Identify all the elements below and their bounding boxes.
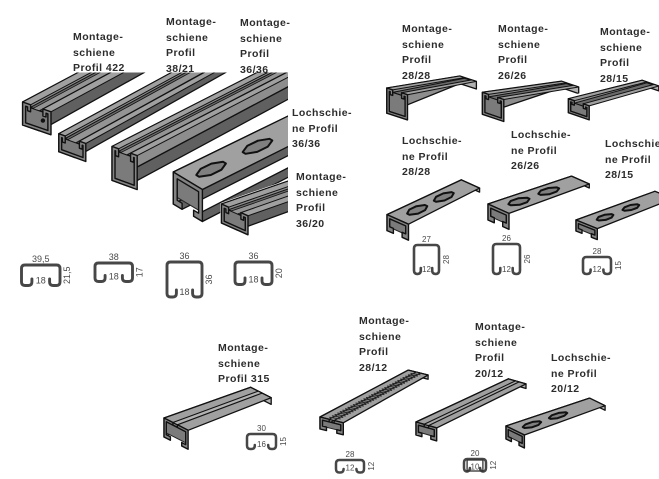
svg-text:26: 26 [502, 234, 511, 243]
svg-text:18: 18 [36, 275, 46, 285]
svg-text:15: 15 [279, 437, 288, 446]
svg-text:26: 26 [523, 254, 532, 263]
svg-text:17: 17 [135, 267, 145, 277]
svg-text:20: 20 [471, 449, 480, 458]
svg-text:28: 28 [346, 450, 355, 459]
svg-text:36: 36 [248, 251, 258, 261]
svg-text:20: 20 [274, 268, 284, 278]
svg-text:10: 10 [471, 462, 480, 471]
svg-text:28: 28 [442, 255, 451, 264]
svg-text:12: 12 [593, 265, 602, 274]
svg-text:12: 12 [489, 460, 498, 469]
svg-text:28: 28 [593, 247, 602, 256]
svg-text:30: 30 [257, 424, 266, 433]
svg-text:12: 12 [422, 265, 431, 274]
svg-text:18: 18 [179, 287, 189, 297]
svg-text:16: 16 [257, 440, 266, 449]
svg-text:18: 18 [248, 274, 258, 284]
svg-text:21,5: 21,5 [62, 266, 72, 284]
svg-text:12: 12 [502, 265, 511, 274]
svg-text:27: 27 [422, 235, 431, 244]
svg-text:36: 36 [204, 274, 214, 284]
svg-text:12: 12 [346, 463, 355, 472]
svg-text:38: 38 [109, 252, 119, 262]
svg-text:36: 36 [179, 251, 189, 261]
svg-text:15: 15 [614, 261, 623, 270]
svg-text:18: 18 [109, 271, 119, 281]
svg-text:39,5: 39,5 [32, 254, 50, 264]
svg-text:12: 12 [367, 461, 376, 470]
